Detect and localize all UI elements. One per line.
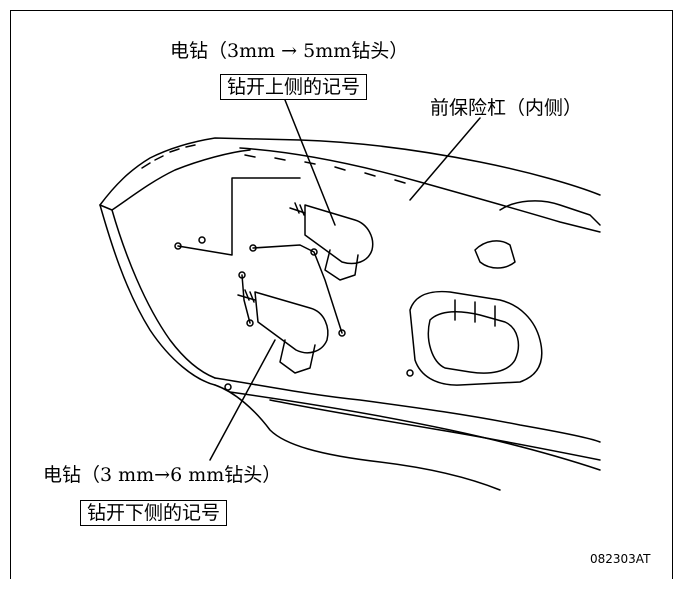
drill-upper-label: 电钻（3mm → 5mm钻头） [170,40,409,62]
bumper-skirt [269,399,601,461]
action-upper-label: 钻开上侧的记号 [220,74,368,100]
guide-lines [177,177,343,334]
bumper-bottom-edge [214,384,501,491]
leader-bumper [409,117,481,201]
rim-clips [141,144,406,184]
figure-number: 082303AT [590,552,651,566]
leader-top [284,99,336,226]
drill-lower [237,289,329,374]
fog-lamp-inner [427,310,520,374]
bumper-left-lower [111,209,216,379]
bumper-bottom-rim [214,377,601,443]
small-vent [474,240,516,269]
bumper-left-side [99,204,216,386]
drill-lower-label: 电钻（3 mm→6 mm钻头） [43,464,282,486]
upper-vent [499,200,601,226]
bumper-lower-lip [229,391,601,471]
fog-lamp-recess [409,290,543,386]
bumper-inner-rim [239,147,601,233]
bumper-label: 前保险杠（内侧） [430,97,583,119]
action-lower-label: 钻开下侧的记号 [80,500,228,526]
fog-lamp-ribs [454,299,496,327]
diagram-frame [10,10,673,579]
leader-bottom [209,339,276,461]
bumper-outline [99,137,601,206]
drill-upper [289,202,374,281]
bumper-top-edge [99,149,251,211]
drill-marks [174,236,414,391]
